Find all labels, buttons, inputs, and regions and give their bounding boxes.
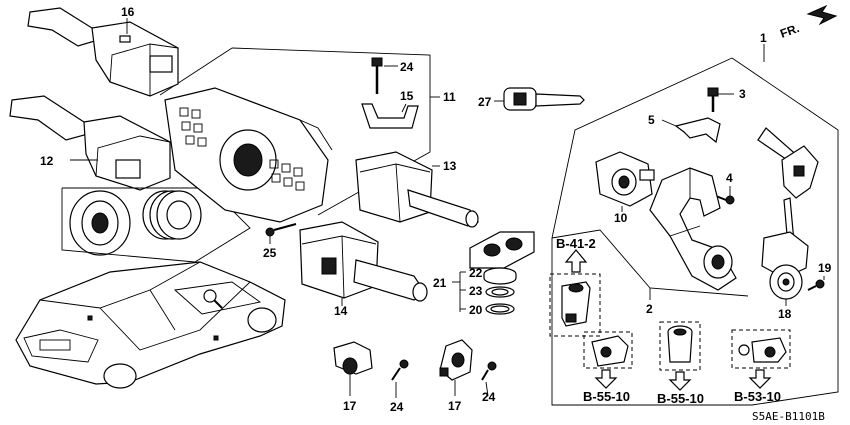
callout-17b: 17 [448,399,462,413]
group-1-outline [551,57,839,406]
leader-16 [401,103,407,113]
bolt-3 [707,87,719,112]
callout-18: 18 [778,307,792,321]
steering-lock-body [649,167,737,291]
callout-22: 22 [469,266,483,280]
callout-15: 16 [121,5,135,19]
switch-part-b55b [667,325,693,363]
callout-17a: 17 [343,399,357,413]
ref-b-55-10-a: B-55-10 [583,389,630,404]
ref-box-b55b [659,321,701,371]
callout-13: 13 [443,159,457,173]
cover-23 [485,286,515,298]
vehicle-outline [15,261,286,389]
ref-b-55-10-b: B-55-10 [657,391,704,406]
ignition-switch-10 [595,151,655,207]
screw-19 [807,279,825,291]
leader-24b [485,381,489,397]
bracket-16 [361,103,419,129]
screw-24b [481,361,497,381]
screw-26 [265,223,297,237]
reel-outline [61,187,251,263]
switch-part-b55a [591,335,629,367]
callout-16: 15 [400,89,414,103]
callout-20: 20 [469,303,483,317]
ref-b-41-2: B-41-2 [556,236,596,251]
callout-3: 3 [739,87,746,101]
callout-26: 25 [263,246,277,260]
spring-coil [142,190,202,240]
door-cylinder-18 [761,231,809,300]
ref-box-b55a [583,331,633,369]
bolt-25 [371,57,383,94]
callout-19: 19 [818,261,832,275]
keys [757,127,819,248]
cable-reel [69,190,131,256]
ref-b-53-10: B-53-10 [734,389,781,404]
callout-24b: 24 [482,390,496,404]
ref-box-b41 [549,273,601,337]
callout-2: 2 [646,302,653,316]
key-27 [503,87,585,111]
wiper-switch-13 [355,151,479,228]
callout-11: 11 [443,90,456,104]
callout-24a: 24 [390,400,404,414]
leader-5 [661,119,677,127]
ref-arrow-down-b [668,371,692,391]
battery-22 [483,267,517,285]
ref-box-b53 [731,329,791,369]
front-direction-label: FR. [778,21,801,41]
ref-arrow-down-c [748,369,772,389]
diagram-code: S5AE-B1101B [752,410,825,423]
callout-27: 27 [478,95,492,109]
ref-arrow-up [564,249,588,273]
callout-23: 23 [469,284,483,298]
front-direction-arrow [806,4,838,26]
callout-4: 4 [726,171,733,185]
switch-body-11 [164,87,333,223]
ring-20 [485,303,515,315]
screw-24a [391,359,409,381]
door-switch-17b [439,339,473,381]
callout-12: 12 [40,154,54,168]
clamp-5 [674,117,721,144]
switch-part-b53 [738,337,787,363]
group-2-outline [551,229,749,297]
callout-5: 5 [648,113,655,127]
callout-21: 21 [433,276,447,290]
callout-25: 24 [400,60,414,74]
door-switch-17a [333,341,373,375]
light-switch-14 [299,221,428,302]
ref-arrow-down-a [594,369,618,389]
callout-14: 14 [334,304,348,318]
combination-switch-12 [9,95,171,191]
callout-10: 10 [614,211,628,225]
callout-1: 1 [760,31,767,45]
trunk-cylinder-part [561,281,591,327]
remote-transmitter [469,231,535,269]
combination-switch-15 [27,7,179,97]
